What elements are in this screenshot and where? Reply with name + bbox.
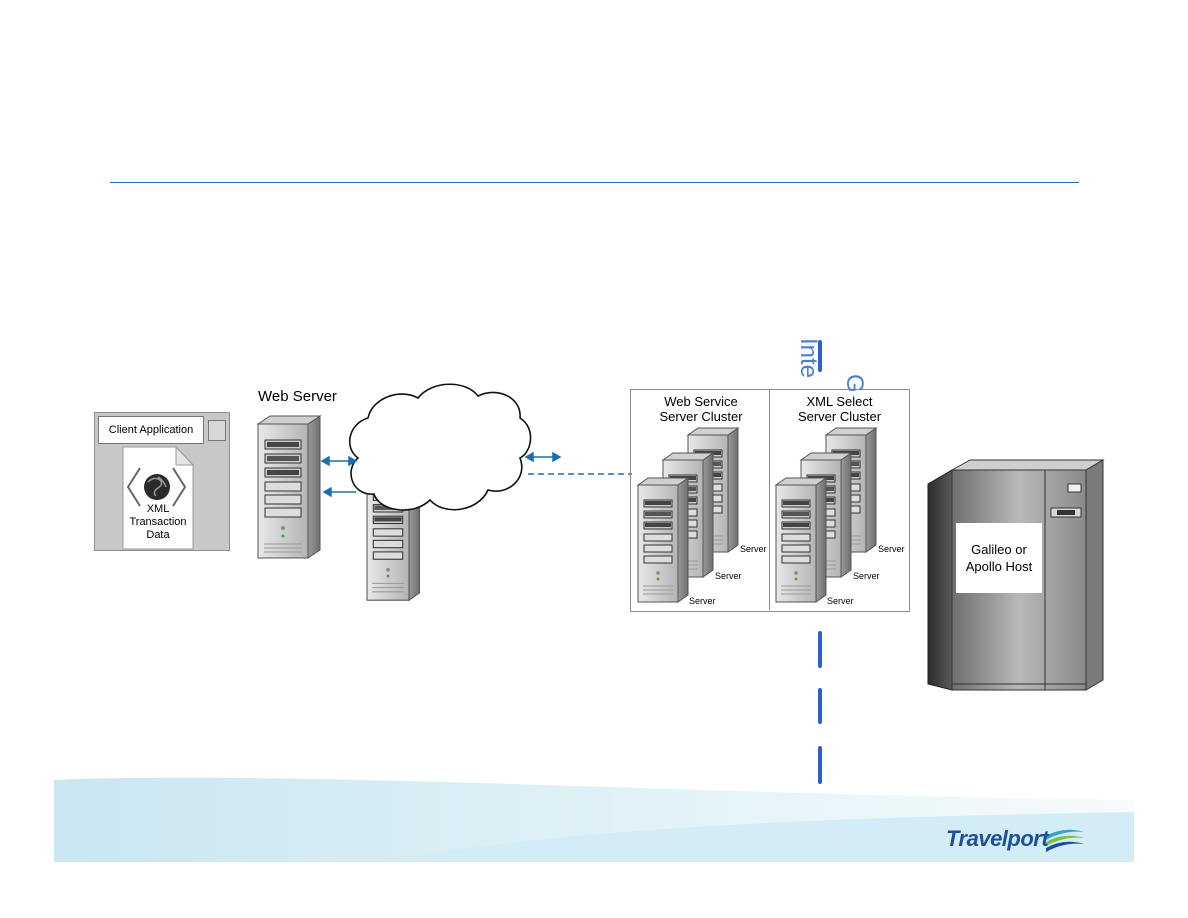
cluster-divider [769,389,770,610]
xml-doc-label: XML Transaction Data [123,503,193,542]
rotated-title-fragment-1: Inte [795,338,822,379]
host-label-line-2: Apollo Host [965,559,1033,574]
server-label: Server [740,544,767,554]
web-service-cluster-line-1: Web Service [664,394,738,409]
title-rule [110,182,1079,183]
web-service-cluster-label: Web Service Server Cluster [632,394,770,424]
server-cluster-box [630,389,910,612]
host-label: Galileo or Apollo Host [956,523,1042,593]
web-server-icon [257,415,321,559]
xml-doc-line-1: XML [146,503,170,515]
footer-wave-accent [380,812,1134,862]
server-label: Server [715,571,742,581]
web-server-label: Web Server [258,388,337,405]
rotated-title-fragment-2: G [841,374,868,393]
server-label: Server [689,596,716,606]
client-application-title: Client Application [98,416,204,444]
travelport-logo-text: Travelport [946,826,1049,851]
connection-arrows [320,451,562,498]
server-label: Server [853,571,880,581]
server-label: Server [878,544,905,554]
xml-doc-line-2: Transaction [129,516,187,528]
xml-select-cluster-line-1: XML Select [806,394,873,409]
xml-document-icon [122,445,195,550]
web-service-cluster-line-2: Server Cluster [659,409,743,424]
xml-select-cluster-label: XML Select Server Cluster [771,394,908,424]
server-label: Server [827,596,854,606]
xml-doc-line-3: Data [146,529,170,541]
host-label-line-1: Galileo or [971,542,1027,557]
travelport-logo-icon [1046,829,1084,852]
xml-select-cluster-line-2: Server Cluster [797,409,882,424]
internet-cloud-icon [348,383,532,511]
window-button-icon [208,420,226,441]
